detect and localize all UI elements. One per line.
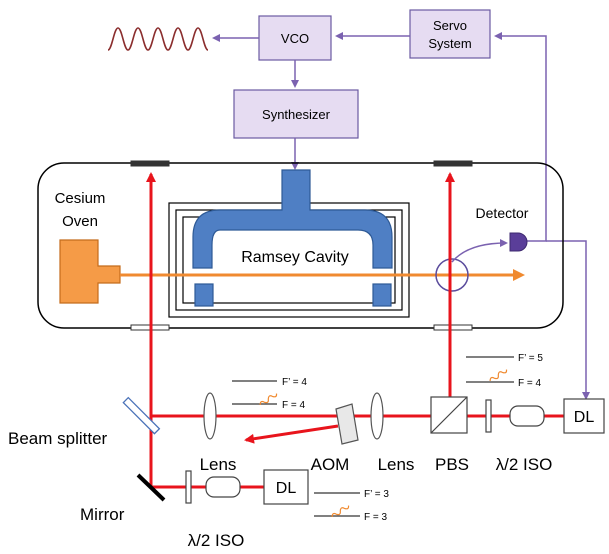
synthesizer-label: Synthesizer xyxy=(262,107,331,122)
level-left-lower: F = 4 xyxy=(282,400,306,411)
halfwave-iso-right-label: λ/2 ISO xyxy=(496,455,553,474)
level-left-upper: F’ = 4 xyxy=(282,377,307,388)
level-pbs-upper: F’ = 5 xyxy=(518,353,543,364)
level-pbs-lower: F = 4 xyxy=(518,378,542,389)
energy-levels-left: F’ = 4 F = 4 xyxy=(232,377,307,411)
halfwave-plate-right xyxy=(485,399,492,433)
output-waveform xyxy=(107,27,209,51)
aom xyxy=(335,403,359,445)
ramsey-cavity xyxy=(192,169,393,269)
pbs-label: PBS xyxy=(435,455,469,474)
dl-right-label: DL xyxy=(574,409,595,426)
level-bottom-upper: F’ = 3 xyxy=(364,489,389,500)
detector-signal-arc xyxy=(451,239,508,263)
mirror-label: Mirror xyxy=(80,505,125,524)
aom-label: AOM xyxy=(311,455,350,474)
synthesizer-block xyxy=(233,89,359,139)
window-bottom-right xyxy=(433,324,473,331)
beam-splitter-label: Beam splitter xyxy=(8,429,108,448)
halfwave-iso-bottom-label: λ/2 ISO xyxy=(188,531,245,550)
lens-right-label: Lens xyxy=(378,455,415,474)
vco-label: VCO xyxy=(281,31,309,46)
isolator-bottom xyxy=(205,476,241,498)
vco-block xyxy=(258,15,332,61)
lens-right xyxy=(370,392,384,440)
cesium-label-line1: Cesium xyxy=(55,190,106,207)
detector xyxy=(509,232,528,252)
cesium-label-line2: Oven xyxy=(62,213,98,230)
detector-to-servo-line xyxy=(494,32,547,242)
aom-deflected-beam xyxy=(244,424,339,444)
lens-left xyxy=(203,392,217,440)
isolator-right xyxy=(509,405,545,427)
pbs-diagonal xyxy=(430,396,468,434)
servo-label-line2: System xyxy=(428,36,471,51)
cavity-pole-left xyxy=(194,283,214,307)
cesium-oven xyxy=(59,239,121,304)
vacuum-chamber xyxy=(37,162,564,329)
window-top-right xyxy=(433,160,473,167)
dl-bottom-label: DL xyxy=(276,480,297,497)
energy-levels-pbs: F’ = 5 F = 4 xyxy=(466,353,543,389)
cavity-pole-right xyxy=(372,283,392,307)
level-bottom-lower: F = 3 xyxy=(364,512,388,523)
detector-label: Detector xyxy=(476,205,529,221)
ramsey-cavity-label: Ramsey Cavity xyxy=(241,249,349,266)
window-top-left xyxy=(130,160,170,167)
servo-label-line1: Servo xyxy=(433,18,467,33)
servo-system-block xyxy=(409,9,491,59)
energy-levels-bottom: F’ = 3 F = 3 xyxy=(314,489,389,523)
detection-region xyxy=(435,258,469,292)
lens-left-label: Lens xyxy=(200,455,237,474)
detector-to-dl-line xyxy=(546,240,590,400)
dl-bottom xyxy=(263,469,309,505)
halfwave-plate-bottom xyxy=(185,470,192,504)
beam-splitter xyxy=(122,396,161,435)
dl-right xyxy=(563,398,605,434)
mirror xyxy=(136,473,166,502)
